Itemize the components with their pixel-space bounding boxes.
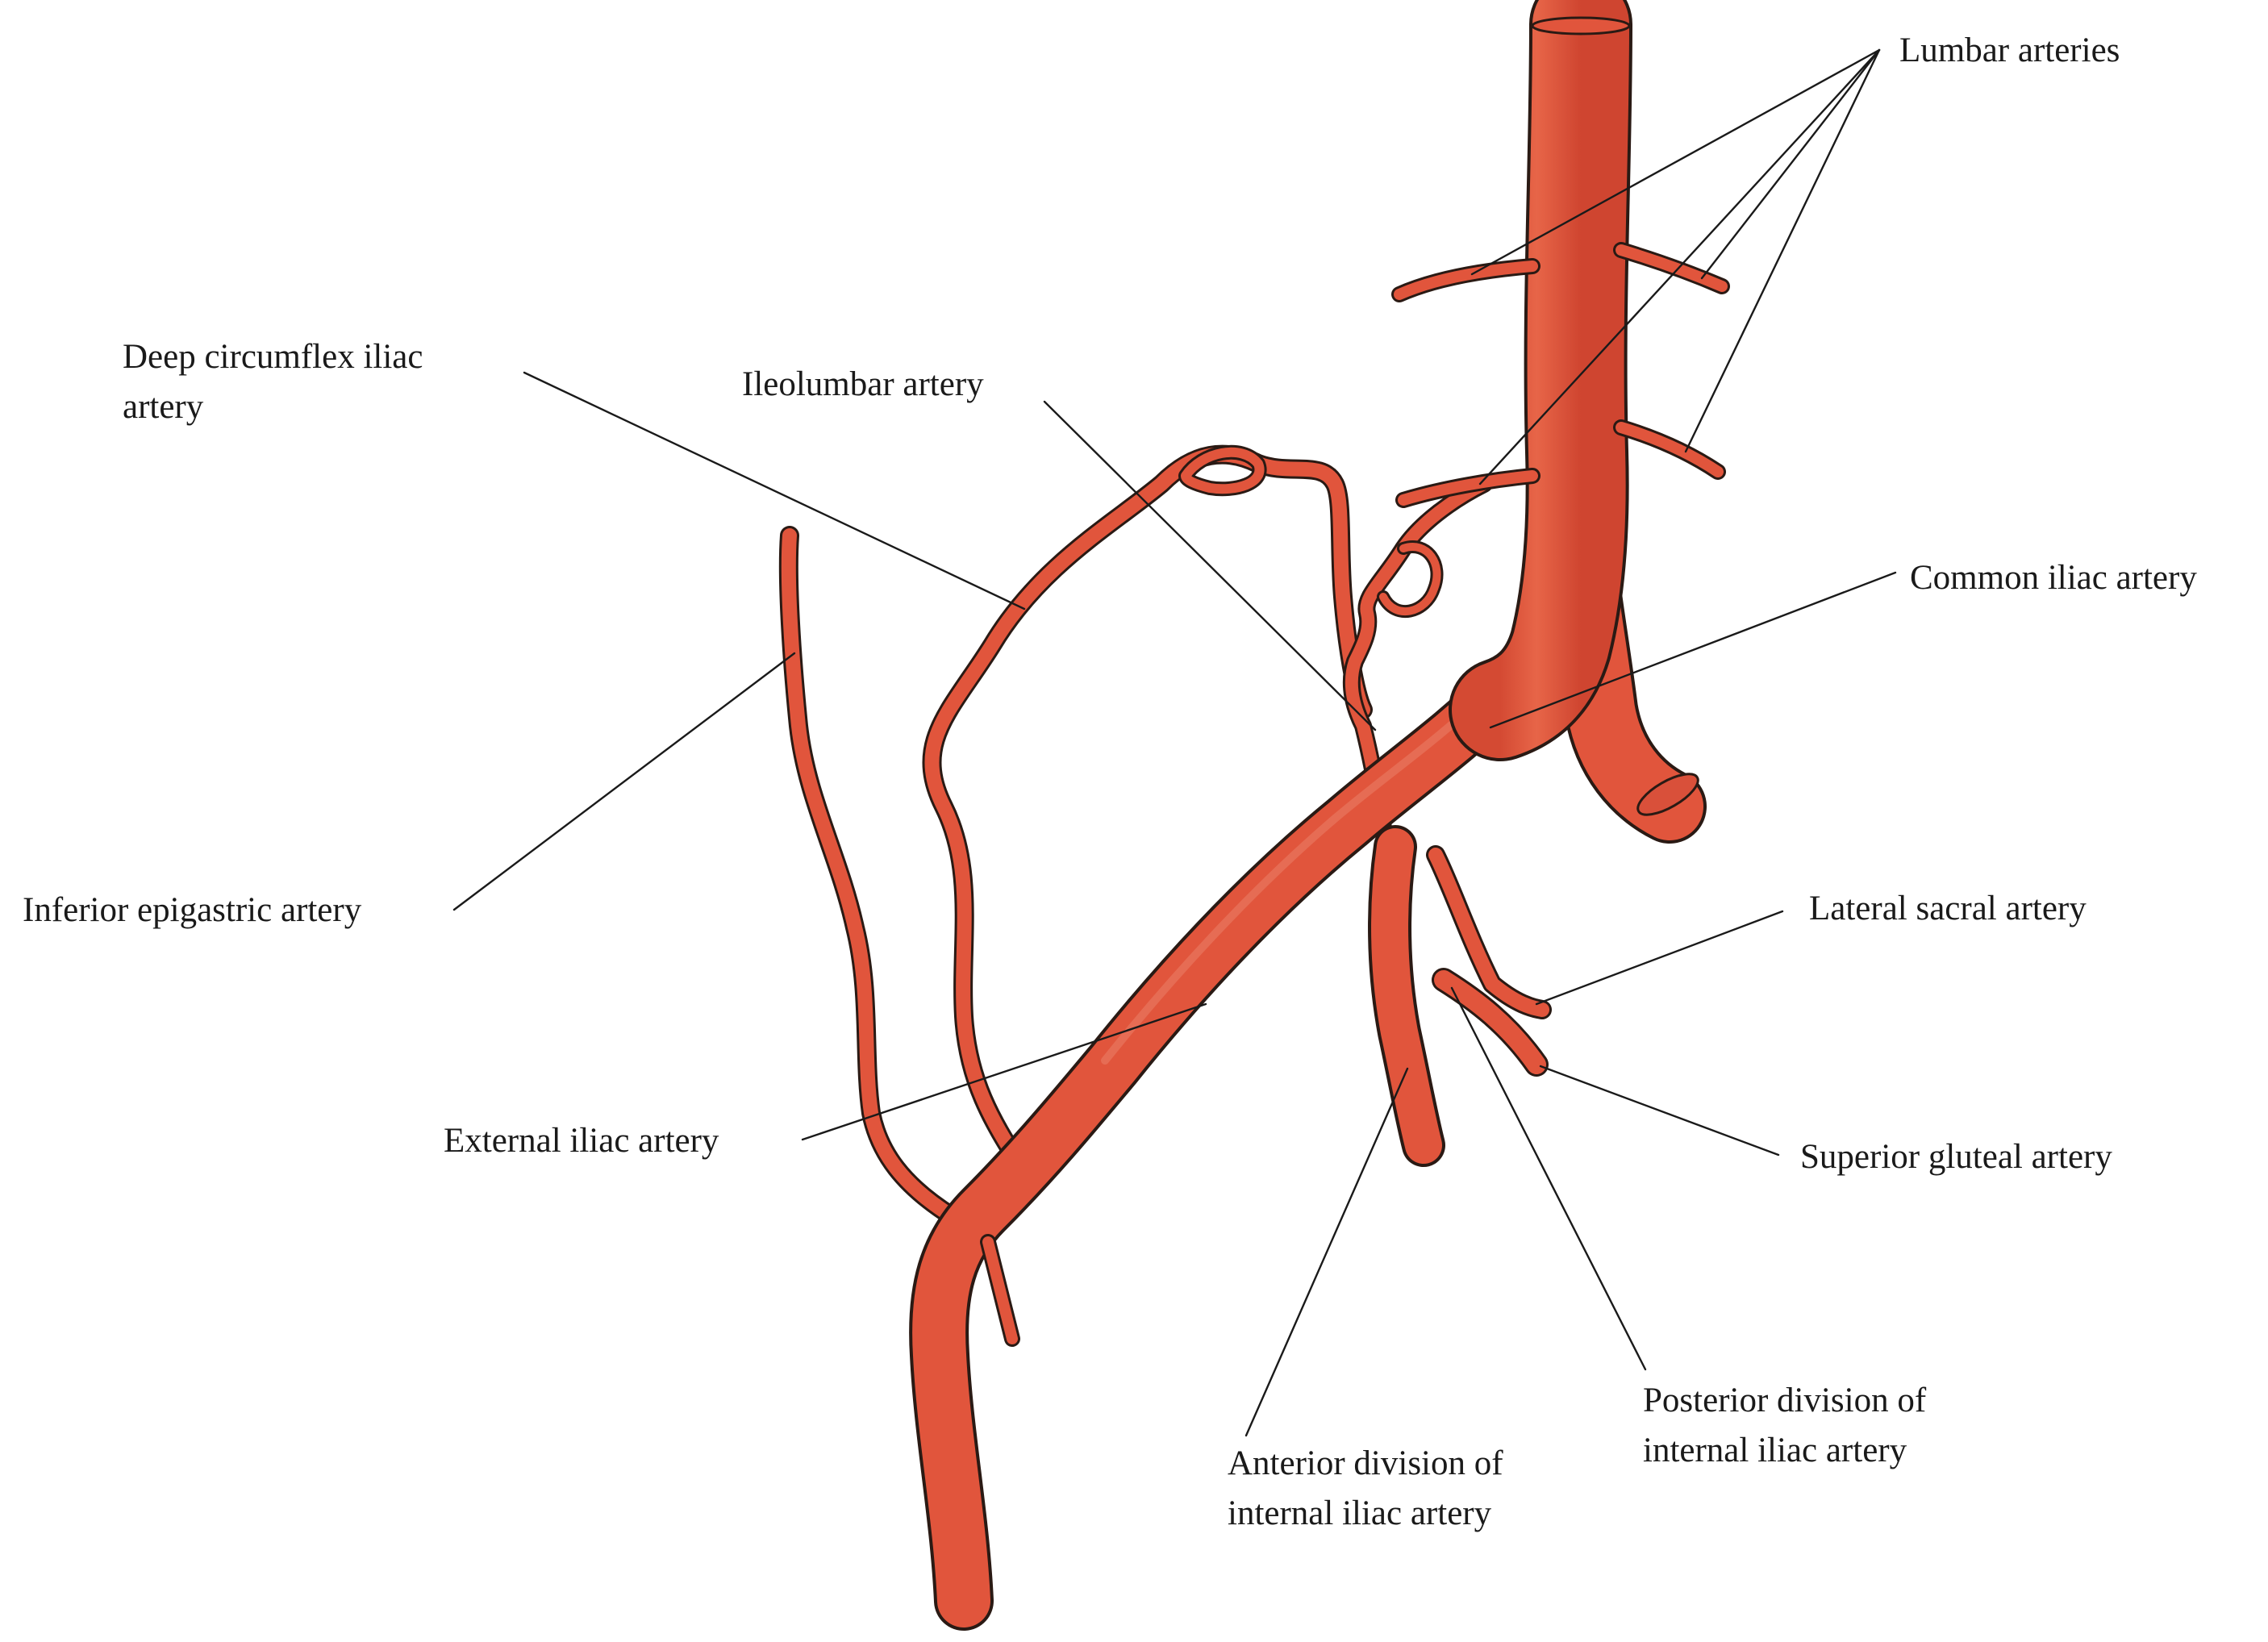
vessel-fill — [781, 528, 959, 1223]
label-layer: Lumbar arteries Deep circumflex iliac ar… — [23, 31, 2197, 1532]
label-deep-circumflex-line2: artery — [123, 388, 204, 426]
external-iliac-vessel — [909, 664, 1530, 1631]
vessel-layer — [778, 0, 1730, 1631]
leader-lumbar-3 — [1478, 48, 1881, 486]
label-deep-circumflex-line1: Deep circumflex iliac — [123, 338, 423, 376]
leader-lumbar-2 — [1700, 48, 1881, 280]
vessel-fill — [1345, 477, 1490, 861]
leader-common-iliac — [1489, 571, 1897, 729]
leader-lateral-sacral — [1535, 910, 1784, 1006]
vessel-fill — [924, 447, 1370, 1173]
leader-lumbar-4 — [1684, 48, 1881, 453]
leader-lumbar-1 — [1470, 48, 1881, 276]
leader-external-iliac — [801, 1002, 1207, 1141]
leader-posterior-division — [1450, 986, 1647, 1371]
label-inferior-epigastric: Inferior epigastric artery — [23, 891, 362, 929]
label-common-iliac: Common iliac artery — [1910, 559, 2197, 597]
label-anterior-division-line2: internal iliac artery — [1228, 1494, 1492, 1532]
leader-lines — [452, 48, 1897, 1437]
leader-inferior-epigastric — [452, 652, 796, 911]
aorta-vessel — [1449, 0, 1632, 761]
superior-gluteal-vessel — [1432, 968, 1549, 1077]
deep-circumflex-iliac-vessel — [922, 444, 1373, 1175]
anterior-division-vessel — [1368, 825, 1445, 1167]
label-lumbar-arteries: Lumbar arteries — [1899, 31, 2120, 69]
label-external-iliac: External iliac artery — [444, 1122, 719, 1160]
label-posterior-division-line1: Posterior division of — [1643, 1382, 1927, 1419]
leader-deep-circumflex — [523, 371, 1026, 611]
label-superior-gluteal: Superior gluteal artery — [1800, 1138, 2112, 1176]
leader-superior-gluteal — [1539, 1065, 1780, 1156]
label-posterior-division-line2: internal iliac artery — [1643, 1432, 1907, 1469]
label-anterior-division-line1: Anterior division of — [1228, 1444, 1503, 1482]
label-lateral-sacral: Lateral sacral artery — [1809, 890, 2087, 927]
lumbar-artery-stubs — [1391, 242, 1730, 508]
lateral-sacral-vessel — [1426, 845, 1552, 1019]
leader-anterior-division — [1244, 1067, 1409, 1437]
label-ileolumbar: Ileolumbar artery — [742, 365, 984, 403]
ileolumbar-vessel — [1342, 475, 1493, 864]
inferior-epigastric-vessel — [778, 526, 961, 1226]
leader-ileolumbar — [1043, 400, 1377, 731]
